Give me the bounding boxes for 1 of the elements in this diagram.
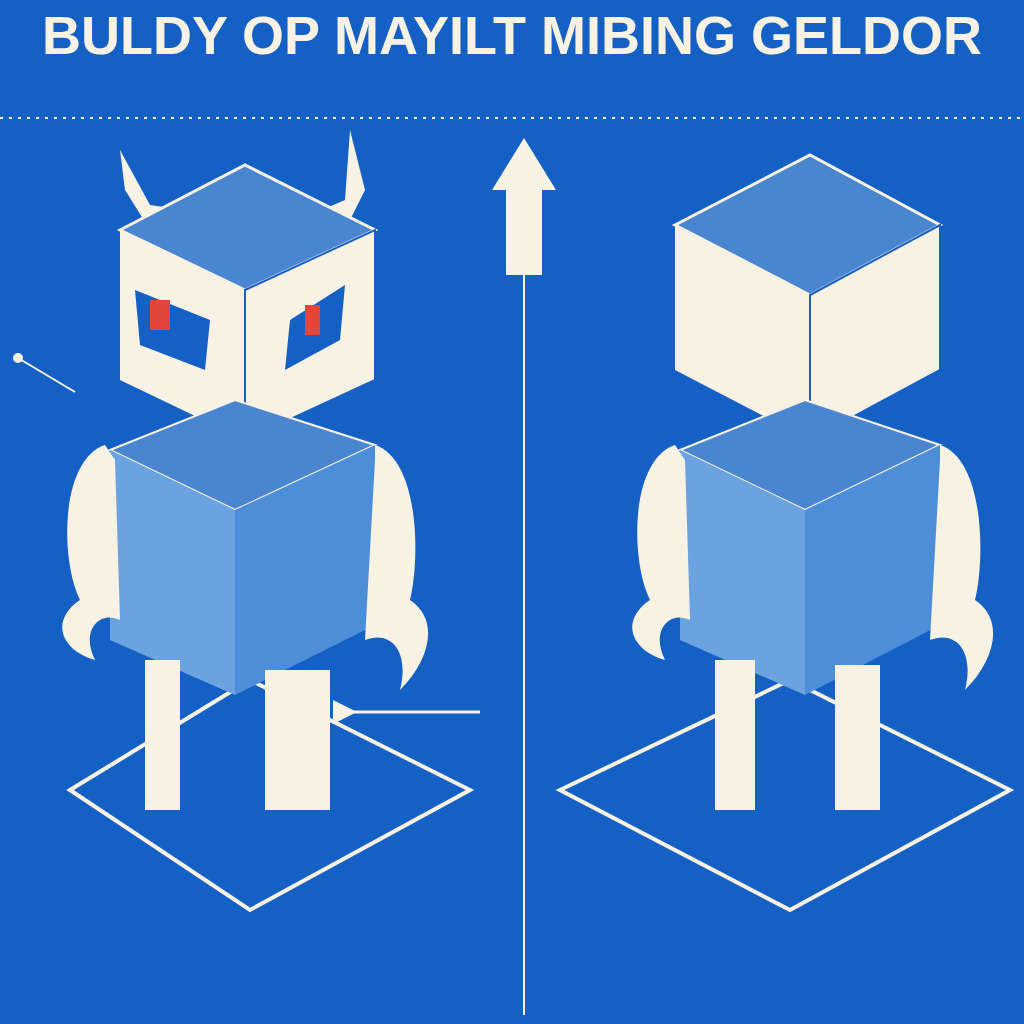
title: BULDY OP MAYILT MIBING GELDOR: [40, 4, 984, 66]
